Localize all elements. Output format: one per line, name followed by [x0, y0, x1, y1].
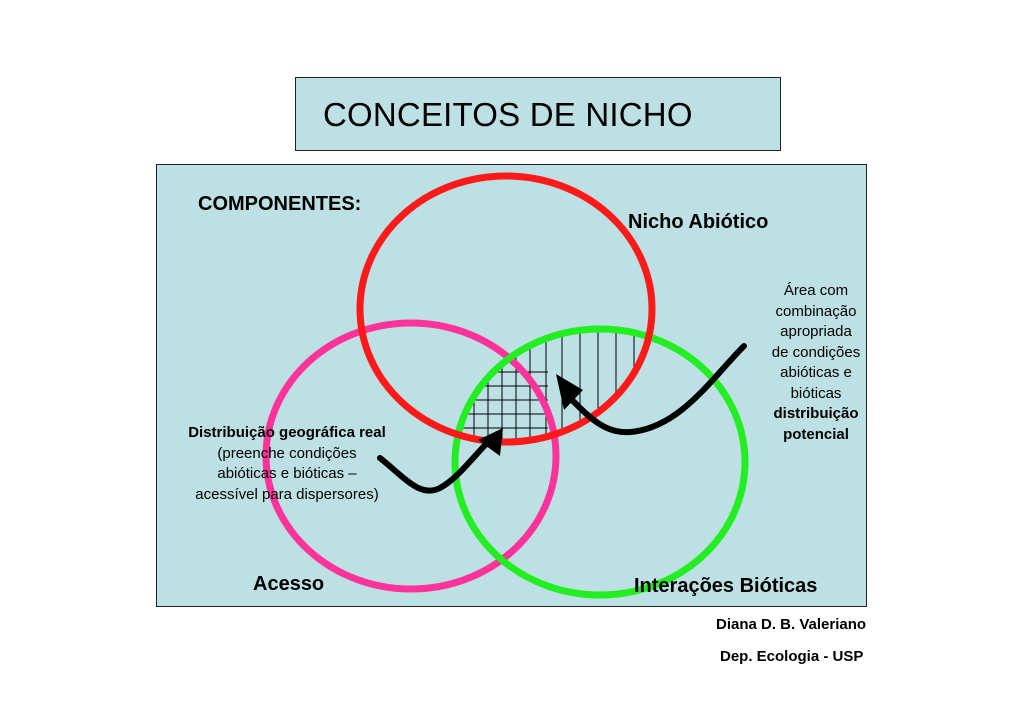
right-annotation: Área com combinação apropriada de condiç…	[760, 281, 872, 445]
right-annotation-line: abióticas e	[780, 364, 852, 381]
title-box: CONCEITOS DE NICHO	[295, 77, 781, 151]
right-annotation-line: combinação	[775, 302, 857, 320]
left-annotation-line: acessível para dispersores)	[195, 485, 379, 503]
page-title: CONCEITOS DE NICHO	[323, 96, 693, 133]
right-annotation-line: apropriada	[780, 323, 852, 340]
right-annotation-bold-line: potencial	[783, 425, 849, 443]
left-annotation-line: (preenche condições	[217, 444, 357, 462]
right-annotation-bold-line: distribuição	[773, 405, 859, 422]
right-annotation-line: de condições	[771, 343, 861, 361]
left-annotation-line: abióticas e bióticas –	[217, 465, 357, 482]
left-arrow	[377, 428, 503, 494]
biotic-interactions-label: Interações Bióticas	[634, 575, 818, 597]
author-credit: Diana D. B. Valeriano	[716, 616, 867, 633]
abiotic-niche-label: Nicho Abiótico	[628, 211, 769, 233]
right-arrow	[556, 343, 747, 436]
components-label: COMPONENTES:	[198, 193, 362, 215]
access-label: Acesso	[253, 573, 325, 595]
right-annotation-line: Área com	[783, 282, 849, 299]
department-credit: Dep. Ecologia - USP	[720, 648, 864, 665]
abiotic-circle	[356, 172, 656, 446]
left-annotation-heading: Distribuição geográfica real	[188, 424, 386, 441]
biotic-circle	[451, 325, 749, 599]
right-annotation-line: bióticas	[790, 384, 842, 402]
left-annotation: Distribuição geográfica real (preenche c…	[170, 423, 404, 505]
access-circle	[262, 319, 560, 593]
